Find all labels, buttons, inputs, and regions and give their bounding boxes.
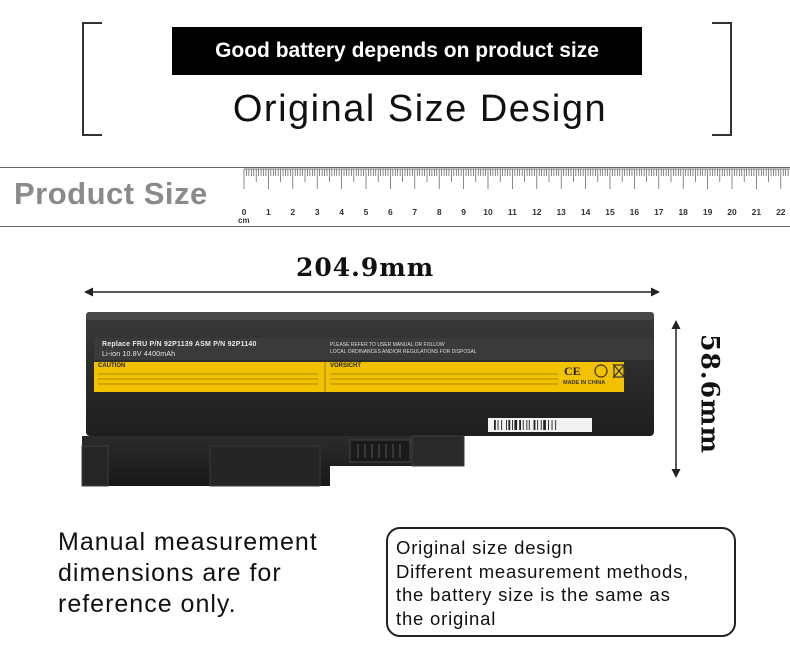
barcode-bar xyxy=(540,420,542,430)
manual-note-line: reference only. xyxy=(58,590,237,618)
bin-icon xyxy=(613,364,625,378)
height-dimension: 58.6mm xyxy=(695,334,725,454)
ruler-number: 7 xyxy=(412,207,417,217)
ruler-number: 19 xyxy=(703,207,713,217)
note-box-line: the battery size is the same as xyxy=(396,584,671,605)
barcode-bar xyxy=(526,420,528,430)
barcode-bar xyxy=(551,420,553,430)
barcode xyxy=(494,420,557,430)
ruler-number: 6 xyxy=(388,207,393,217)
battery-label-line2: Li-ion 10.8V 4400mAh xyxy=(102,351,176,358)
width-dimension: 204.9mm xyxy=(296,253,435,282)
strip-top-border xyxy=(0,167,790,168)
ruler-number: 1 xyxy=(266,207,271,217)
header-bracket-right xyxy=(712,22,732,136)
barcode-bar xyxy=(519,420,521,430)
ruler-number: 8 xyxy=(437,207,442,217)
note-box-line: Original size design xyxy=(396,537,574,558)
ruler-number: 11 xyxy=(508,207,517,217)
height-arrow xyxy=(671,320,681,478)
ruler-number: 16 xyxy=(630,207,640,217)
manual-note-line: dimensions are for xyxy=(58,559,282,587)
ruler-number: 10 xyxy=(483,207,493,217)
barcode-bar xyxy=(514,420,518,430)
barcode-bar xyxy=(555,420,557,430)
barcode-sticker xyxy=(488,418,592,432)
barcode-bar xyxy=(543,420,546,430)
barcode-bar xyxy=(497,420,499,430)
ruler-number: 21 xyxy=(752,207,762,217)
ce-mark-icon: CE xyxy=(564,364,581,378)
manual-note-line: Manual measurement xyxy=(58,528,318,556)
ruler-number: 3 xyxy=(315,207,320,217)
barcode-bar xyxy=(537,420,539,430)
battery-label-line1: Replace FRU P/N 92P1139 ASM P/N 92P1140 xyxy=(102,341,257,348)
barcode-bar xyxy=(508,420,511,430)
strip-bottom-border xyxy=(0,226,790,227)
barcode-bar xyxy=(533,420,536,430)
ruler-unit: cm xyxy=(238,216,250,225)
battery-connector xyxy=(349,439,411,463)
original-size-note-box: Original size design Different measureme… xyxy=(386,527,736,637)
battery-refer-line1: PLEASE REFER TO USER MANUAL OR FOLLOW xyxy=(330,342,445,348)
header-bracket-left xyxy=(82,22,102,136)
ruler-number: 9 xyxy=(461,207,466,217)
ruler-number: 18 xyxy=(678,207,688,217)
barcode-bar xyxy=(548,420,549,430)
battery-warning-label xyxy=(94,362,624,392)
battery-made-in: MADE IN CHINA xyxy=(563,380,606,386)
ruler-number: 4 xyxy=(339,207,344,217)
headline: Original Size Design xyxy=(232,88,608,130)
battery-top-label xyxy=(94,338,654,360)
ruler-number: 0 xyxy=(242,207,247,217)
note-box-line: Different measurement methods, xyxy=(396,560,690,582)
height-dimension-wrap: 58.6mm xyxy=(690,324,730,464)
ruler-number: 14 xyxy=(581,207,591,217)
recycle-icon xyxy=(594,364,608,378)
banner-title: Good battery depends on product size xyxy=(172,27,642,75)
ruler-number: 12 xyxy=(532,207,542,217)
ruler-ticks xyxy=(243,168,790,189)
battery-caution: CAUTION xyxy=(98,363,126,369)
note-box-line: the original xyxy=(396,607,497,629)
battery-image xyxy=(81,312,654,487)
width-arrow xyxy=(84,287,660,297)
ruler-number: 15 xyxy=(605,207,615,217)
battery-vorsicht: VORSICHT xyxy=(330,363,362,369)
product-size-label: Product Size xyxy=(14,176,208,211)
barcode-bar xyxy=(512,420,513,430)
barcode-bar xyxy=(506,420,507,430)
manual-measurement-note: Manual measurement dimensions are for re… xyxy=(58,527,318,620)
ruler-number: 5 xyxy=(364,207,369,217)
barcode-bar xyxy=(501,420,503,430)
ruler-number: 2 xyxy=(290,207,295,217)
battery-refer-line2: LOCAL ORDINANCES AND/OR REGULATIONS FOR … xyxy=(330,349,477,355)
ruler-number: 20 xyxy=(727,207,737,217)
barcode-bar xyxy=(522,420,524,430)
ruler-number: 17 xyxy=(654,207,664,217)
ruler-number: 13 xyxy=(556,207,566,217)
barcode-bar xyxy=(494,420,496,430)
barcode-bar xyxy=(528,420,530,430)
ruler-number: 22 xyxy=(776,207,786,217)
